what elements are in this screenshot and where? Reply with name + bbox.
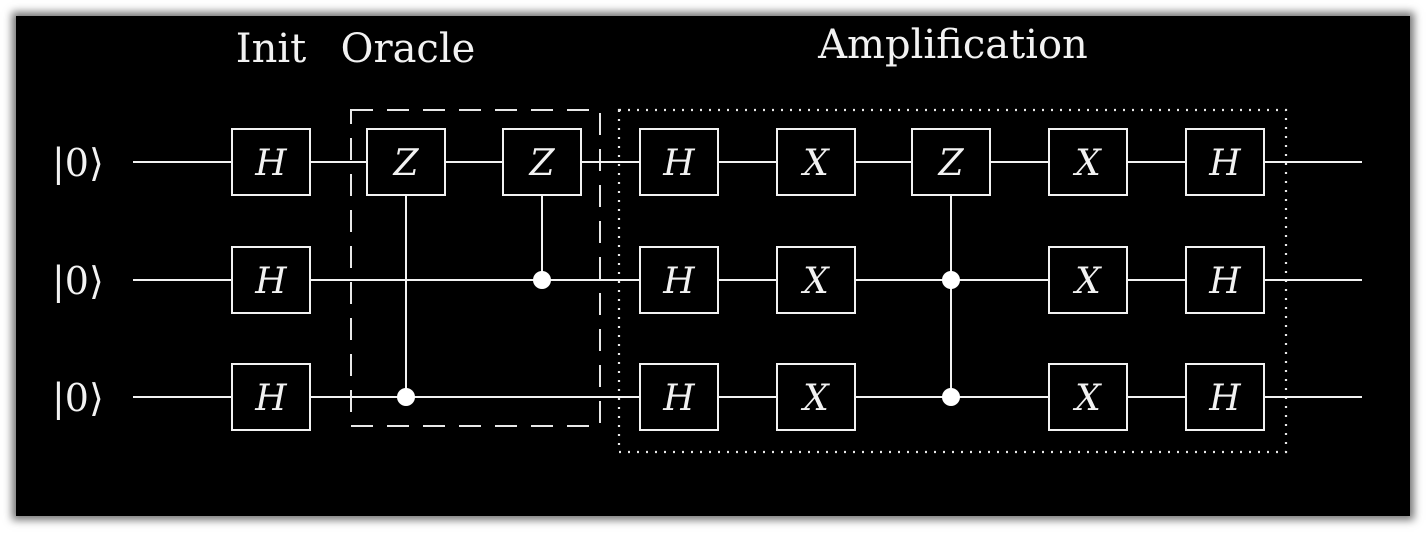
gate-h-label: H	[662, 261, 695, 302]
gate-h-box	[639, 363, 719, 431]
gate-h-label: H	[254, 143, 287, 184]
qubit-label-2: |0⟩	[52, 376, 104, 420]
gate-h-box	[639, 246, 719, 314]
gate-x-label: X	[800, 261, 830, 302]
control-dot	[397, 388, 415, 406]
gate-h-label: H	[254, 261, 287, 302]
gate-h-box	[1185, 128, 1265, 196]
gate-h-box	[1185, 246, 1265, 314]
gate-z-label: Z	[392, 143, 419, 184]
gate-column-amp-ccz: Z	[911, 128, 991, 406]
gate-h-label: H	[254, 378, 287, 419]
gate-h-box	[1185, 363, 1265, 431]
qubit-label-0: |0⟩	[52, 141, 104, 185]
oracle-dashed-box	[350, 109, 601, 427]
gate-column-oracle-cz-2: Z	[502, 128, 582, 289]
gate-z-box	[502, 128, 582, 196]
gate-x-label: X	[800, 143, 830, 184]
gate-x-label: X	[1072, 378, 1102, 419]
gate-h-label: H	[662, 378, 695, 419]
gate-h-box	[231, 246, 311, 314]
gate-h-label: H	[1208, 143, 1241, 184]
gate-column-oracle-cz-1: Z	[366, 128, 446, 406]
gate-h-box	[231, 128, 311, 196]
gate-column-amp-h-2: H H H	[1185, 128, 1265, 431]
gate-z-box	[911, 128, 991, 196]
gate-column-amp-x-2: X X X	[1048, 128, 1128, 431]
control-dot	[942, 271, 960, 289]
gate-h-box	[231, 363, 311, 431]
gate-h-box	[639, 128, 719, 196]
control-dot	[533, 271, 551, 289]
gate-x-box	[1048, 246, 1128, 314]
gate-x-box	[776, 246, 856, 314]
gate-z-label: Z	[528, 143, 555, 184]
gate-column-init-h: H H H	[231, 128, 311, 431]
section-label-oracle: Oracle	[341, 26, 476, 72]
gate-h-label: H	[662, 143, 695, 184]
gate-h-label: H	[1208, 261, 1241, 302]
gate-x-box	[776, 128, 856, 196]
gate-column-amp-h-1: H H H	[639, 128, 719, 431]
gate-x-label: X	[1072, 143, 1102, 184]
gate-z-label: Z	[937, 143, 964, 184]
gate-column-amp-x-1: X X X	[776, 128, 856, 431]
gate-h-label: H	[1208, 378, 1241, 419]
control-dot	[942, 388, 960, 406]
gate-x-box	[1048, 363, 1128, 431]
gate-x-box	[776, 363, 856, 431]
gate-z-box	[366, 128, 446, 196]
section-label-init: Init	[236, 26, 306, 72]
qubit-label-1: |0⟩	[52, 259, 104, 303]
gate-x-box	[1048, 128, 1128, 196]
gate-x-label: X	[800, 378, 830, 419]
section-label-amplification: Amplification	[817, 22, 1088, 68]
gate-x-label: X	[1072, 261, 1102, 302]
